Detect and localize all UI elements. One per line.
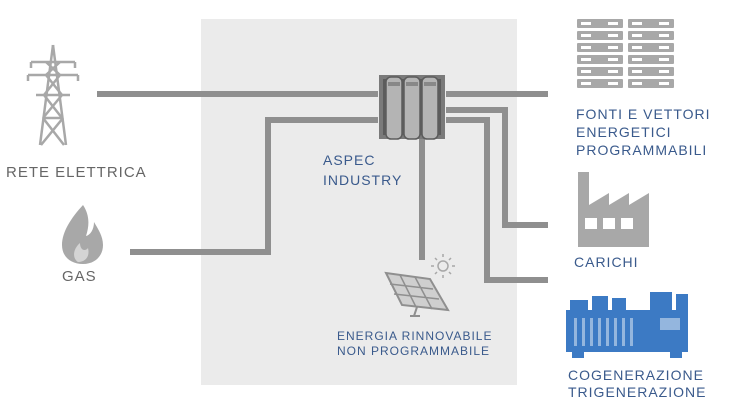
sources-label-line3: PROGRAMMABILI [576, 142, 708, 158]
gas-label: GAS [62, 268, 97, 285]
sources-label: FONTI E VETTORI ENERGETICI PROGRAMMABILI [576, 105, 711, 159]
cogen-label-line2: TRIGENERAZIONE [568, 384, 707, 400]
server-rack-icon [577, 19, 674, 88]
switchgear-cabinet-icon [379, 75, 445, 140]
aspec-panel-background [201, 19, 517, 385]
device-label-line1: ASPEC [323, 152, 376, 168]
sources-label-line1: FONTI E VETTORI [576, 106, 711, 122]
grid-label: RETE ELETTRICA [6, 164, 147, 181]
loads-line [446, 107, 548, 228]
renewable-label: ENERGIA RINNOVABILE NON PROGRAMMABILE [337, 329, 492, 359]
solar-panel-icon [384, 254, 455, 317]
device-label: ASPEC INDUSTRY [323, 150, 402, 190]
power-pylon-icon [26, 44, 80, 146]
gas-line [130, 117, 378, 255]
loads-label: CARICHI [574, 254, 639, 270]
cogen-label: COGENERAZIONE TRIGENERAZIONE [568, 367, 706, 401]
flame-icon [62, 205, 103, 264]
sources-label-line2: ENERGETICI [576, 124, 672, 140]
renewable-label-line1: ENERGIA RINNOVABILE [337, 329, 493, 343]
connection-lines [97, 91, 548, 283]
renewable-label-line2: NON PROGRAMMABILE [337, 344, 491, 358]
device-label-line2: INDUSTRY [323, 172, 403, 188]
cogen-label-line1: COGENERAZIONE [568, 367, 704, 383]
generator-engine-icon [566, 292, 688, 358]
factory-icon [578, 172, 649, 247]
cogen-line [446, 117, 548, 283]
